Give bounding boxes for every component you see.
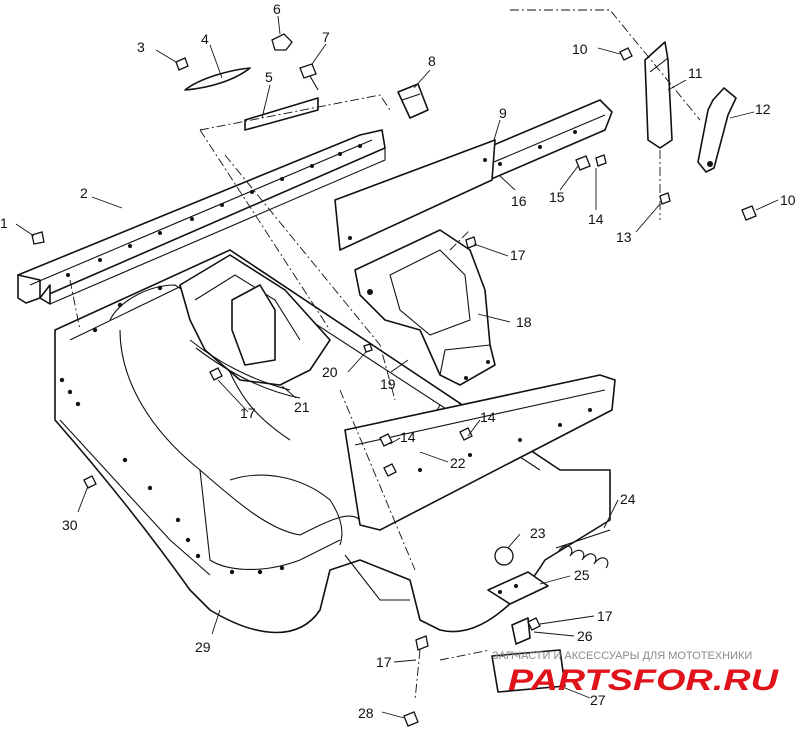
part-24-spring — [555, 529, 611, 569]
callout-1: 1 — [0, 215, 8, 231]
leader-lines — [15, 15, 779, 719]
callout-16: 16 — [511, 193, 527, 209]
part-12-handle — [697, 87, 737, 173]
rear-bumper-panel — [344, 374, 616, 531]
part-25-bracket — [487, 571, 549, 605]
callout-8: 8 — [428, 53, 436, 69]
callout-29: 29 — [195, 639, 211, 655]
callout-9: 9 — [499, 105, 507, 121]
callout-28: 28 — [358, 705, 374, 721]
part-27-reflector — [491, 649, 566, 693]
part-23-grommet — [494, 546, 514, 566]
part-7-screw — [299, 63, 319, 91]
callout-18: 18 — [516, 314, 532, 330]
callout-21: 21 — [294, 399, 310, 415]
callout-26: 26 — [577, 628, 593, 644]
part-6-plug — [271, 33, 293, 51]
assembly-lines — [69, 9, 701, 701]
callout-10-right: 10 — [780, 192, 796, 208]
part-2-front-crossmember — [17, 129, 386, 305]
callout-3: 3 — [137, 39, 145, 55]
watermark: ЗАПЧАСТИ И АКСЕССУАРЫ ДЛЯ МОТОТЕХНИКИ PA… — [492, 650, 780, 697]
callout-17-left: 17 — [240, 405, 256, 421]
part-11-hinge-bracket — [644, 41, 673, 149]
callout-30: 30 — [62, 517, 78, 533]
fasteners — [31, 47, 757, 727]
callout-7: 7 — [322, 29, 330, 45]
callout-6: 6 — [273, 1, 281, 17]
callout-24: 24 — [620, 491, 636, 507]
callout-14-mid: 14 — [480, 409, 496, 425]
callout-2: 2 — [80, 185, 88, 201]
callout-11: 11 — [688, 65, 703, 81]
callout-27: 27 — [590, 692, 606, 708]
part-21-inner-liner — [179, 254, 331, 399]
callout-13: 13 — [616, 229, 632, 245]
callout-14-lower: 14 — [400, 429, 416, 445]
part-29-lower-body — [54, 249, 611, 634]
callout-14-upper: 14 — [588, 211, 604, 227]
callout-17-lower: 17 — [376, 654, 392, 670]
part-18-seat-support — [354, 229, 496, 386]
callout-12: 12 — [755, 101, 771, 117]
callout-15: 15 — [549, 189, 565, 205]
callout-25: 25 — [574, 567, 590, 583]
part-5-strip — [244, 97, 319, 131]
watermark-caption: ЗАПЧАСТИ И АКСЕССУАРЫ ДЛЯ МОТОТЕХНИКИ — [492, 650, 752, 662]
callout-19: 19 — [380, 376, 396, 392]
callout-labels: 1 2 3 4 5 6 7 8 9 10 10 11 12 13 14 14 1… — [0, 1, 796, 721]
part-26-clip — [511, 617, 531, 645]
callout-5: 5 — [265, 69, 273, 85]
part-9-bracket-plate — [334, 139, 496, 251]
part-8-latch — [397, 83, 429, 119]
part-2-holes — [66, 144, 362, 277]
callout-20: 20 — [322, 364, 338, 380]
part-4-decal — [184, 67, 251, 91]
callout-10-top: 10 — [572, 41, 588, 57]
callout-17-right: 17 — [597, 608, 613, 624]
callout-22: 22 — [450, 455, 466, 471]
watermark-logo: PARTSFOR.RU — [508, 664, 780, 697]
callout-23: 23 — [530, 525, 546, 541]
callout-17-upper: 17 — [510, 247, 526, 263]
callout-4: 4 — [201, 31, 209, 47]
